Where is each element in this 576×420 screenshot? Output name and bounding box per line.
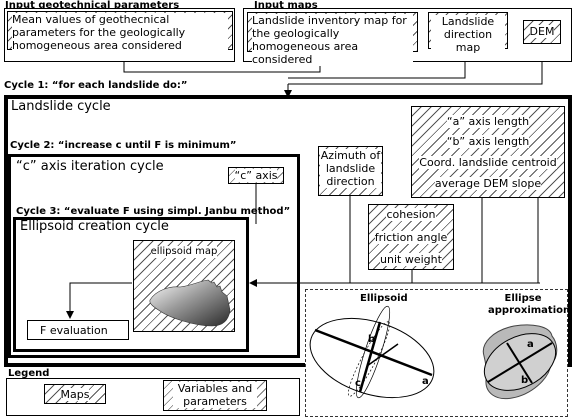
c-axis-cycle-frame [8, 154, 300, 358]
param-b-axis: “b” axis length [446, 135, 530, 148]
c-axis-cycle-title: “c” axis iteration cycle [16, 159, 164, 174]
azimuth-box: Azimuth of landslide direction [318, 146, 383, 196]
ellipsoid-cycle-title: Ellipsoid creation cycle [20, 219, 169, 234]
geotech-params-text: Mean values of geothecnical parameters f… [12, 13, 228, 52]
geometry-params-box: “a” axis length “b” axis length Coord. l… [411, 106, 565, 198]
f-evaluation-text: F evaluation [40, 324, 108, 337]
legend-title: Legend [8, 368, 50, 379]
param-b-axis-wrap: “b” axis length [412, 135, 564, 148]
direction-map-text: Landslide direction map [431, 15, 505, 54]
f-evaluation-box: F evaluation [27, 320, 129, 340]
param-dem-slope-wrap: average DEM slope [412, 177, 564, 190]
inventory-map-box: Landslide inventory map for the geologic… [247, 12, 418, 66]
legend-maps-box: Maps [44, 384, 106, 404]
input-maps-title: Input maps [254, 0, 318, 11]
ellipse-approx-title: Ellipse approximation [488, 293, 571, 316]
azimuth-text: Azimuth of landslide direction [320, 149, 381, 188]
param-dem-slope: average DEM slope [434, 177, 542, 190]
dem-text: DEM [529, 25, 555, 38]
ellipsoid-map-label: ellipsoid map [150, 246, 218, 258]
param-friction-angle: friction angle [374, 231, 448, 244]
c-axis-text: “c” axis [234, 169, 278, 182]
param-centroid-wrap: Coord. landslide centroid [412, 156, 564, 169]
ellipsoid-a-label: a [422, 376, 429, 387]
ellipsoid-panel-title: Ellipsoid [360, 293, 408, 304]
param-friction-wrap: friction angle [369, 231, 453, 244]
approx-b-label: b [521, 375, 529, 386]
legend-variables-text: Variables and parameters [173, 382, 257, 408]
ellipsoid-b-label: b [368, 334, 376, 345]
cycle2-label: Cycle 2: “increase c until F is minimum” [10, 140, 237, 151]
soil-params-box: cohesion friction angle unit weight [368, 204, 454, 270]
cycle3-label: Cycle 3: “evaluate F using simpl. Janbu … [16, 206, 291, 217]
ellipsoid-c-label: c [355, 378, 361, 389]
param-unit-weight-wrap: unit weight [369, 253, 453, 266]
landslide-cycle-title: Landslide cycle [11, 99, 111, 114]
ellipsoid-map-label-wrap: ellipsoid map [140, 246, 228, 258]
param-unit-weight: unit weight [380, 253, 442, 266]
param-a-axis: “a” axis length [446, 115, 530, 128]
dem-box: DEM [523, 20, 561, 44]
ellipsoid-cycle-frame [13, 217, 249, 352]
param-centroid: Coord. landslide centroid [419, 156, 557, 169]
legend-variables-box: Variables and parameters [163, 380, 267, 411]
c-axis-box: “c” axis [228, 167, 284, 184]
cycle1-label: Cycle 1: “for each landslide do:” [4, 80, 188, 91]
direction-map-box: Landslide direction map [428, 12, 508, 54]
param-cohesion: cohesion [386, 208, 436, 221]
geotech-params-box: Mean values of geothecnical parameters f… [7, 11, 233, 52]
param-a-axis-wrap: “a” axis length [412, 115, 564, 128]
legend-maps-text: Maps [60, 388, 90, 401]
param-cohesion-wrap: cohesion [369, 208, 453, 221]
input-geotech-title: Input geotechnical parameters [5, 0, 180, 11]
inventory-map-text: Landslide inventory map for the geologic… [252, 14, 413, 66]
landslide-cycle-frame [4, 95, 572, 367]
approx-a-label: a [527, 339, 534, 350]
